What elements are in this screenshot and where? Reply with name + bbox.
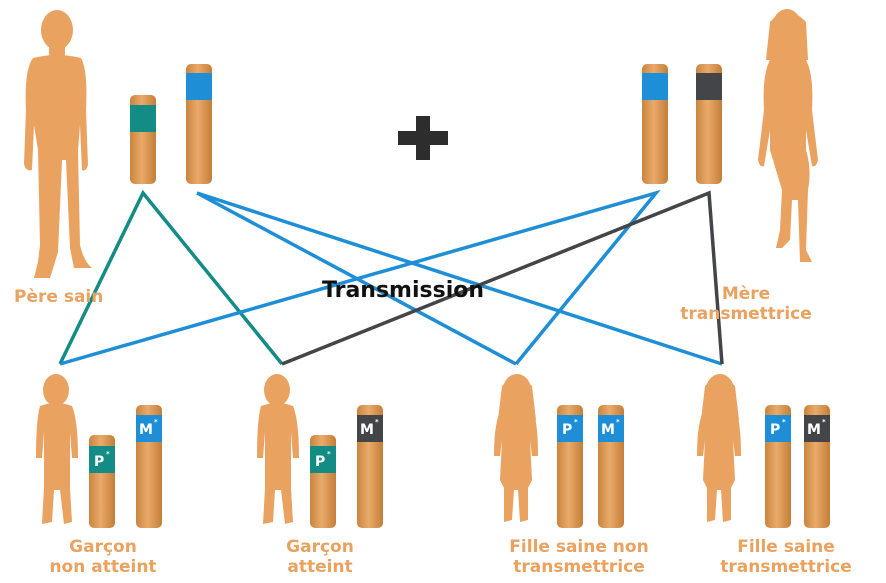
line-mother-x-dark (281, 190, 724, 366)
line-father-y-teal (58, 189, 284, 366)
child3-label-line1: Fille saine non (509, 537, 649, 557)
star-mark: * (574, 418, 578, 426)
child2-chromosome-teal (310, 435, 336, 528)
mother-label-line1: Mère (721, 284, 771, 304)
child1-label-line2: non atteint (49, 557, 157, 577)
star-mark: * (616, 418, 620, 426)
child4-label: Fille saine transmettrice (700, 537, 872, 577)
child2-allele-m: M (360, 422, 374, 438)
plus-icon (398, 116, 448, 160)
girl-silhouette-icon (697, 374, 741, 522)
child4-allele-m: M (807, 422, 821, 438)
child2-label-line2: atteint (287, 557, 353, 577)
child1-allele-p: P (94, 454, 104, 470)
transmission-lines (58, 189, 724, 366)
child4-label-line1: Fille saine (737, 537, 835, 557)
mother-silhouette-icon (758, 9, 818, 262)
child2-label-line1: Garçon (286, 537, 354, 557)
mother-chromosome-blue (642, 64, 668, 184)
father-label: Père sain (14, 287, 154, 307)
line-mother-x-blue (59, 189, 661, 366)
father-chromosome-blue (186, 64, 212, 184)
boy-silhouette-icon (36, 374, 78, 524)
child1-label: Garçon non atteint (28, 537, 178, 577)
star-mark: * (106, 450, 110, 458)
child4-chromosome-blue (765, 405, 791, 528)
mother-chromosome-dark (696, 64, 722, 184)
line-father-x-blue-2 (196, 191, 723, 366)
mother-label-line2: transmettrice (680, 304, 812, 324)
child1-allele-m: M (139, 422, 153, 438)
child2-label: Garçon atteint (260, 537, 380, 577)
father-silhouette-icon (24, 10, 92, 278)
child3-chromosome-blue-2 (598, 405, 624, 528)
star-mark: * (782, 418, 786, 426)
star-mark: * (822, 418, 826, 426)
child4-chromosome-dark (804, 405, 830, 528)
father-label-text: Père sain (14, 287, 104, 307)
plus-vertical-bar (416, 116, 430, 160)
child3-allele-p: P (562, 422, 572, 438)
child1-chromosome-blue (136, 405, 162, 528)
transmission-title: Transmission (322, 278, 485, 303)
star-mark: * (375, 418, 379, 426)
child1-chromosome-teal (89, 435, 115, 528)
child1-label-line1: Garçon (69, 537, 137, 557)
boy-silhouette-icon (257, 374, 299, 524)
mother-label: Mère transmettrice (656, 284, 836, 324)
child4-allele-p: P (770, 422, 780, 438)
child3-label-line2: transmettrice (513, 557, 645, 577)
star-mark: * (154, 418, 158, 426)
child3-allele-m: M (601, 422, 615, 438)
child4-label-line2: transmettrice (720, 557, 852, 577)
child3-chromosome-blue-1 (557, 405, 583, 528)
child2-chromosome-dark (357, 405, 383, 528)
girl-silhouette-icon (494, 374, 538, 522)
star-mark: * (327, 450, 331, 458)
child2-allele-p: P (315, 454, 325, 470)
child3-label: Fille saine non transmettrice (488, 537, 670, 577)
father-chromosome-teal (130, 95, 156, 184)
